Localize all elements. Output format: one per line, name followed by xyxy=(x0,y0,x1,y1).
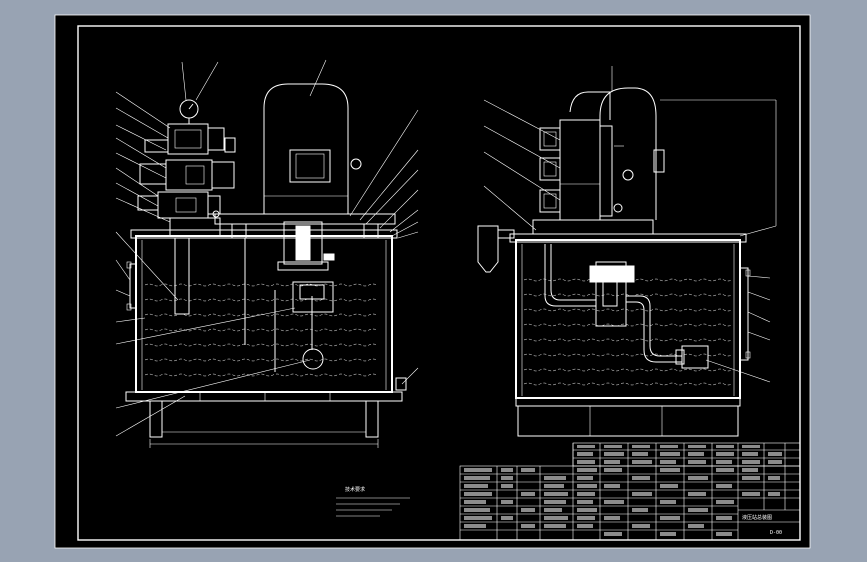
valve-stack-left xyxy=(137,123,236,237)
heater-right xyxy=(681,345,709,369)
oil-level-left xyxy=(144,283,378,377)
electric-motor-left xyxy=(263,83,349,215)
coupling-left xyxy=(295,225,311,261)
title-block: 液压站总装图 D-00 xyxy=(459,442,801,541)
pump-bell-housing-left xyxy=(283,221,323,265)
level-gauge-left xyxy=(129,263,137,309)
mounting-plate-right xyxy=(532,219,654,235)
sheet-outer-border xyxy=(54,14,811,549)
tank-base-right xyxy=(517,405,739,437)
tank-base-left xyxy=(125,391,403,402)
drain-plug-left xyxy=(395,377,407,391)
technical-notes-title: 技术要求 xyxy=(345,486,365,493)
drawing-name: 液压站总装图 xyxy=(742,514,772,521)
front-view xyxy=(115,59,419,448)
leader-lines-right xyxy=(483,66,777,383)
technical-notes: 技术要求 xyxy=(336,486,410,517)
leader-lines-left xyxy=(115,59,419,437)
valve-stack-right xyxy=(539,119,634,221)
return-pipe-left xyxy=(174,237,190,315)
level-gauge-right xyxy=(739,267,749,361)
sheet-code: D-00 xyxy=(770,530,782,536)
electric-motor-right xyxy=(599,87,657,220)
pump-column-right xyxy=(595,261,627,327)
suction-filter-left xyxy=(302,348,324,370)
oil-level-right xyxy=(523,278,733,386)
sheet-inner-border xyxy=(77,25,801,541)
side-view xyxy=(477,66,777,437)
tank-flange-left xyxy=(130,229,398,239)
air-breather-right xyxy=(477,225,499,273)
tank-body-right xyxy=(515,239,741,399)
